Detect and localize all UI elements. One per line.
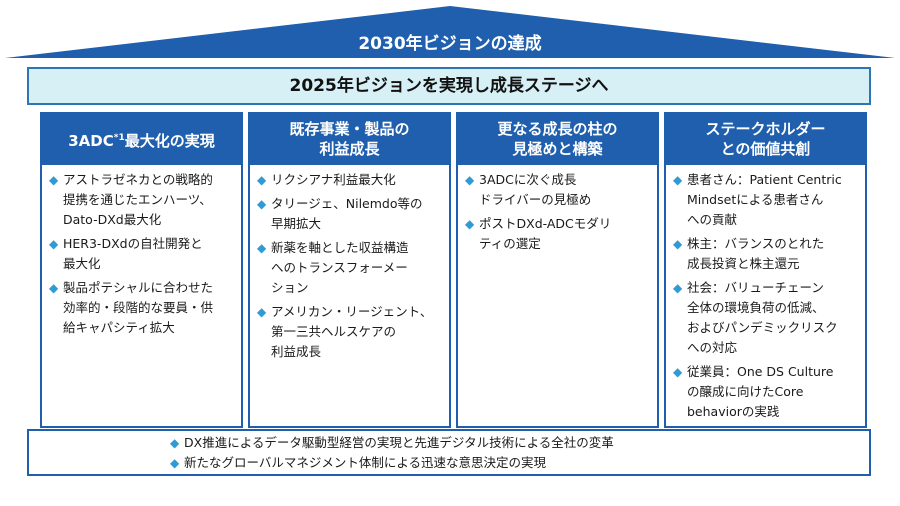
list-item: ◆ 患者さん：Patient Centric Mindsetによる患者さん への貢…	[672, 170, 859, 230]
list-item-text: タリージェ、Nilemdo等の 早期拡大	[271, 196, 423, 231]
list-item: ◆ 3ADCに次ぐ成長 ドライバーの見極め	[464, 170, 651, 210]
diamond-bullet-icon: ◆	[673, 237, 683, 251]
diamond-bullet-icon: ◆	[49, 173, 59, 187]
footnote-marker: *1	[113, 132, 125, 143]
list-item-text: 新薬を軸とした収益構造 へのトランスフォーメー ション	[271, 240, 409, 295]
diamond-bullet-icon: ◆	[170, 436, 180, 450]
list-item-text: 製品ポテシャルに合わせた 効率的・段階的な要員・供 給キャパシティ拡大	[63, 280, 214, 335]
list-item: ◆ DX推進によるデータ駆動型経営の実現と先進デジタル技術による全社の変革	[169, 433, 869, 453]
vision-2030-title: 2030年ビジョンの達成	[358, 34, 542, 54]
pillar-title-main: 3ADC	[68, 131, 114, 150]
list-item-text: 従業員：One DS Culture の醸成に向けたCore behaviorの…	[687, 364, 834, 419]
list-item-text: リクシアナ利益最大化	[271, 172, 396, 187]
list-item: ◆ HER3-DXdの自社開発と 最大化	[48, 234, 235, 274]
roof-shape	[5, 6, 895, 58]
list-item: ◆ 株主：バランスのとれた 成長投資と株主還元	[672, 234, 859, 274]
list-item-text: 患者さん：Patient Centric Mindsetによる患者さん への貢献	[687, 172, 842, 227]
list-item-text: アストラゼネカとの戦略的 提携を通じたエンハーツ、 Dato-DXd最大化	[63, 172, 213, 227]
list-item-text: HER3-DXdの自社開発と 最大化	[63, 236, 203, 271]
list-item-text: DX推進によるデータ駆動型経営の実現と先進デジタル技術による全社の変革	[184, 435, 614, 450]
diamond-bullet-icon: ◆	[49, 281, 59, 295]
list-item: ◆ ポストDXd-ADCモダリ ティの選定	[464, 214, 651, 254]
list-item: ◆ タリージェ、Nilemdo等の 早期拡大	[256, 194, 443, 234]
diamond-bullet-icon: ◆	[673, 365, 683, 379]
pillar-header: 既存事業・製品の 利益成長	[249, 113, 450, 165]
diamond-bullet-icon: ◆	[257, 241, 267, 255]
diamond-bullet-icon: ◆	[257, 173, 267, 187]
foundation-box: ◆ DX推進によるデータ駆動型経営の実現と先進デジタル技術による全社の変革 ◆ 新た…	[27, 429, 871, 476]
diamond-bullet-icon: ◆	[49, 237, 59, 251]
pillar-header: ステークホルダー との価値共創	[665, 113, 866, 165]
diamond-bullet-icon: ◆	[465, 217, 475, 231]
diamond-bullet-icon: ◆	[673, 281, 683, 295]
list-item: ◆ 新薬を軸とした収益構造 へのトランスフォーメー ション	[256, 238, 443, 298]
list-item-text: アメリカン・リージェント、 第一三共ヘルスケアの 利益成長	[271, 304, 433, 359]
list-item-text: 社会：バリューチェーン 全体の環境負荷の低減、 およびパンデミックリスク への対…	[687, 280, 838, 355]
pillar-title-rest: 最大化の実現	[124, 131, 215, 150]
diamond-bullet-icon: ◆	[257, 197, 267, 211]
list-item-text: 3ADCに次ぐ成長 ドライバーの見極め	[479, 172, 592, 207]
list-item: ◆ 社会：バリューチェーン 全体の環境負荷の低減、 およびパンデミックリスク への…	[672, 278, 859, 358]
list-item: ◆ アストラゼネカとの戦略的 提携を通じたエンハーツ、 Dato-DXd最大化	[48, 170, 235, 230]
pillar-stakeholders: ステークホルダー との価値共創 ◆ 患者さん：Patient Centric Mi…	[664, 112, 867, 428]
list-item: ◆ 新たなグローバルマネジメント体制による迅速な意思決定の実現	[169, 453, 869, 473]
pillar-existing-business: 既存事業・製品の 利益成長 ◆ リクシアナ利益最大化 ◆ タリージェ、Nilemdo…	[248, 112, 451, 428]
list-item-text: ポストDXd-ADCモダリ ティの選定	[479, 216, 612, 251]
list-item-text: 新たなグローバルマネジメント体制による迅速な意思決定の実現	[184, 455, 547, 470]
diamond-bullet-icon: ◆	[257, 305, 267, 319]
pillar-3adc: 3ADC*1最大化の実現 ◆ アストラゼネカとの戦略的 提携を通じたエンハーツ、 …	[40, 112, 243, 428]
diamond-bullet-icon: ◆	[170, 456, 180, 470]
list-item: ◆ 従業員：One DS Culture の醸成に向けたCore behavior…	[672, 362, 859, 422]
pillar-header: 3ADC*1最大化の実現	[41, 113, 242, 165]
pillar-header: 更なる成長の柱の 見極めと構築	[457, 113, 658, 165]
vision-2025-banner: 2025年ビジョンを実現し成長ステージへ	[27, 67, 871, 105]
list-item-text: 株主：バランスのとれた 成長投資と株主還元	[687, 236, 825, 271]
list-item: ◆ 製品ポテシャルに合わせた 効率的・段階的な要員・供 給キャパシティ拡大	[48, 278, 235, 338]
list-item: ◆ アメリカン・リージェント、 第一三共ヘルスケアの 利益成長	[256, 302, 443, 362]
pillar-growth: 更なる成長の柱の 見極めと構築 ◆ 3ADCに次ぐ成長 ドライバーの見極め ◆ ポス…	[456, 112, 659, 428]
diamond-bullet-icon: ◆	[673, 173, 683, 187]
list-item: ◆ リクシアナ利益最大化	[256, 170, 443, 190]
diamond-bullet-icon: ◆	[465, 173, 475, 187]
